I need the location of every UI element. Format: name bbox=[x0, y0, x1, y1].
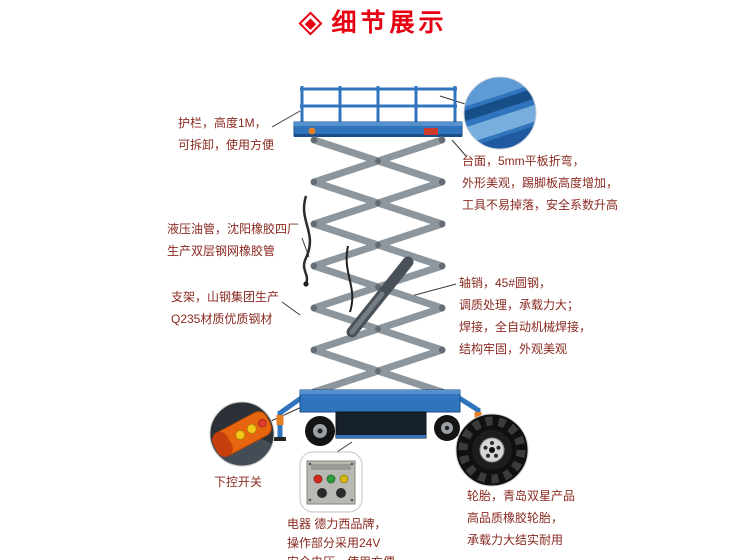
annotation-bracket: 支架，山钢集团生产 Q235材质优质钢材 bbox=[171, 286, 279, 330]
diamond-icon bbox=[298, 10, 324, 36]
annotation-line: 结构牢固，外观美观 bbox=[459, 342, 568, 356]
annotation-line: 安全电压，使用方便 bbox=[287, 553, 395, 560]
annotation-axle-pin: 轴销，45#圆钢， 调质处理，承载力大； 焊接，全自动机械焊接， 结构牢固，外观… bbox=[459, 272, 591, 360]
annotation-line: 电器 德力西品牌， bbox=[287, 517, 387, 531]
annotation-line: 护栏，高度1M， bbox=[178, 116, 267, 130]
annotation-line: 可拆卸，使用方便 bbox=[178, 138, 275, 152]
wheels bbox=[305, 415, 460, 446]
page-header: 细节展示 bbox=[0, 8, 750, 38]
annotation-lower-control: 下控开关 bbox=[214, 471, 262, 493]
hydraulic-hose bbox=[302, 195, 354, 313]
annotation-guardrail: 护栏，高度1M， 可拆卸，使用方便 bbox=[178, 112, 274, 156]
page-title: 细节展示 bbox=[331, 9, 448, 37]
remote-control-image bbox=[209, 401, 275, 467]
annotation-hydraulic-hose: 液压油管，沈阳橡胶四厂 生产双层钢网橡胶管 bbox=[167, 218, 299, 262]
electric-box-image bbox=[299, 451, 363, 513]
annotation-line: 外形美观，踢脚板高度增加， bbox=[462, 176, 619, 190]
annotation-tire: 轮胎，青岛双星产品 高品质橡胶轮胎， 承载力大结实耐用 bbox=[467, 485, 575, 551]
callout-line bbox=[451, 139, 467, 157]
hydraulic-cylinder bbox=[346, 256, 414, 338]
annotation-line: 液压油管，沈阳橡胶四厂 bbox=[167, 222, 300, 236]
platform-detail-image bbox=[463, 76, 537, 150]
annotation-line: 下控开关 bbox=[214, 475, 263, 489]
guardrail bbox=[300, 86, 457, 122]
annotation-line: 操作部分采用24V bbox=[287, 536, 381, 550]
scissor-pivots bbox=[310, 136, 446, 396]
annotation-line: 轴销，45#圆钢， bbox=[459, 276, 552, 290]
annotation-electric: 电器 德力西品牌， 操作部分采用24V 安全电压，使用方便 bbox=[287, 515, 395, 560]
annotation-line: 高品质橡胶轮胎， bbox=[467, 511, 564, 525]
scissor-arms bbox=[310, 136, 446, 396]
tire-image bbox=[455, 413, 529, 487]
annotation-line: Q235材质优质钢材 bbox=[171, 312, 273, 326]
annotation-line: 台面，5mm平板折弯， bbox=[462, 154, 585, 168]
annotation-line: 调质处理，承载力大； bbox=[459, 298, 580, 312]
annotation-platform: 台面，5mm平板折弯， 外形美观，踢脚板高度增加， 工具不易掉落，安全系数升高 bbox=[462, 150, 618, 216]
callout-line bbox=[271, 110, 301, 128]
annotation-line: 工具不易掉落，安全系数升高 bbox=[462, 198, 619, 212]
callout-line bbox=[281, 301, 301, 316]
chassis-base bbox=[299, 389, 461, 439]
callout-line bbox=[336, 441, 353, 453]
callout-line bbox=[439, 95, 466, 105]
annotation-line: 轮胎，青岛双星产品 bbox=[467, 489, 576, 503]
annotation-line: 支架，山钢集团生产 bbox=[171, 290, 280, 304]
platform-deck bbox=[293, 121, 463, 137]
annotation-line: 焊接，全自动机械焊接， bbox=[459, 320, 592, 334]
annotation-line: 生产双层钢网橡胶管 bbox=[167, 244, 276, 258]
annotation-line: 承载力大结实耐用 bbox=[467, 533, 564, 547]
